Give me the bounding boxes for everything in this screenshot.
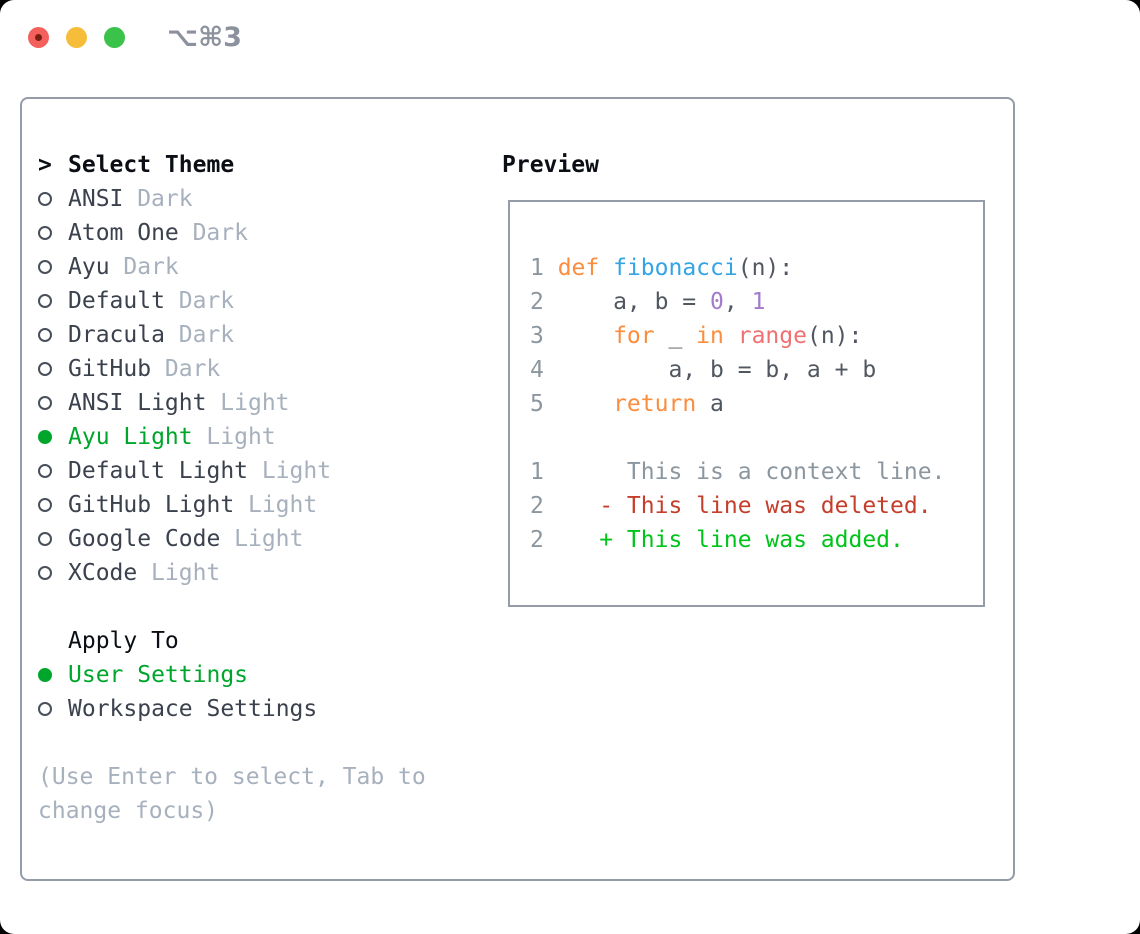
theme-option-github-light[interactable]: GitHub Light Light — [38, 488, 502, 522]
help-line-2: change focus) — [38, 798, 219, 824]
apply-option-workspace-settings[interactable]: Workspace Settings — [38, 692, 502, 726]
diff-line: 1 This is a context line. — [530, 455, 983, 489]
apply-option-user-settings[interactable]: User Settings — [38, 658, 502, 692]
line-number: 2 — [530, 527, 544, 553]
radio-unselected-icon — [38, 192, 52, 206]
theme-name: ANSI — [68, 186, 124, 212]
radio-unselected-icon — [38, 294, 52, 308]
code-line: 5 return a — [530, 387, 983, 421]
help-text: (Use Enter to select, Tab to change focu… — [38, 760, 502, 828]
theme-name: GitHub — [68, 356, 152, 382]
theme-name: GitHub Light — [68, 492, 235, 518]
theme-variant: Light — [220, 390, 290, 416]
radio-unselected-icon — [38, 464, 52, 478]
theme-variant: Dark — [178, 288, 235, 314]
zoom-button[interactable] — [104, 27, 125, 48]
theme-name: Google Code — [68, 526, 221, 552]
code-line: 2 a, b = 0, 1 — [530, 285, 983, 319]
apply-to-header-row: Apply To — [38, 624, 502, 658]
radio-unselected-icon — [38, 532, 52, 546]
theme-variant: Dark — [123, 254, 179, 280]
blank-code-line — [530, 421, 983, 455]
theme-name: Dracula — [68, 322, 165, 348]
line-number: 1 — [530, 255, 544, 281]
diff-line: 2 + This line was added. — [530, 523, 983, 557]
theme-name: ANSI Light — [68, 390, 207, 416]
theme-option-ayu[interactable]: Ayu Dark — [38, 250, 502, 284]
radio-unselected-icon — [38, 328, 52, 342]
line-number: 3 — [530, 323, 544, 349]
theme-variant: Light — [151, 560, 221, 586]
preview-header: Preview — [502, 152, 599, 178]
diff-line: 2 - This line was deleted. — [530, 489, 983, 523]
radio-selected-icon — [38, 430, 52, 444]
preview-header-row: Preview — [502, 148, 1013, 182]
radio-selected-icon — [38, 668, 52, 682]
radio-unselected-icon — [38, 226, 52, 240]
theme-list-header-row: > Select Theme — [38, 148, 502, 182]
radio-unselected-icon — [38, 396, 52, 410]
line-number: 1 — [530, 459, 544, 485]
titlebar — [28, 27, 125, 48]
help-line-1: (Use Enter to select, Tab to — [38, 764, 426, 790]
theme-variant: Dark — [164, 356, 221, 382]
line-number: 5 — [530, 391, 544, 417]
code-line: 3 for _ in range(n): — [530, 319, 983, 353]
theme-name: Default — [68, 288, 165, 314]
radio-unselected-icon — [38, 498, 52, 512]
theme-variant: Dark — [192, 220, 248, 246]
theme-name: Default Light — [68, 458, 249, 484]
theme-option-default-light[interactable]: Default Light Light — [38, 454, 502, 488]
apply-option-label: User Settings — [68, 662, 249, 688]
diff-block: 1 This is a context line.2 - This line w… — [530, 455, 983, 557]
close-icon — [35, 34, 42, 41]
theme-list-header: Select Theme — [68, 152, 235, 178]
code-line: 4 a, b = b, a + b — [530, 353, 983, 387]
window-title: ⌥⌘3 — [167, 22, 242, 53]
theme-option-dracula[interactable]: Dracula Dark — [38, 318, 502, 352]
theme-variant: Light — [261, 458, 332, 484]
theme-variant: Dark — [137, 186, 193, 212]
theme-variant: Dark — [178, 322, 235, 348]
theme-option-google-code[interactable]: Google Code Light — [38, 522, 502, 556]
theme-option-default[interactable]: Default Dark — [38, 284, 502, 318]
minimize-button[interactable] — [66, 27, 87, 48]
radio-unselected-icon — [38, 702, 52, 716]
focus-caret-icon: > — [38, 152, 52, 178]
line-number: 4 — [530, 357, 544, 383]
close-button[interactable] — [28, 27, 49, 48]
theme-name: XCode — [68, 560, 138, 586]
theme-variant: Light — [206, 424, 276, 450]
theme-name: Atom One — [68, 220, 179, 246]
spacer-row — [38, 590, 502, 624]
line-number: 2 — [530, 493, 544, 519]
line-number: 2 — [530, 289, 544, 315]
theme-option-ayu-light[interactable]: Ayu Light Light — [38, 420, 502, 454]
radio-unselected-icon — [38, 566, 52, 580]
apply-to-header: Apply To — [68, 628, 179, 654]
theme-variant: Light — [234, 526, 304, 552]
radio-unselected-icon — [38, 362, 52, 376]
theme-name: Ayu — [68, 254, 110, 280]
theme-variant: Light — [247, 492, 318, 518]
apply-option-label: Workspace Settings — [68, 696, 318, 722]
theme-option-ansi[interactable]: ANSI Dark — [38, 182, 502, 216]
theme-option-github[interactable]: GitHub Dark — [38, 352, 502, 386]
theme-option-xcode[interactable]: XCode Light — [38, 556, 502, 590]
theme-option-atom-one[interactable]: Atom One Dark — [38, 216, 502, 250]
theme-option-ansi-light[interactable]: ANSI Light Light — [38, 386, 502, 420]
theme-name: Ayu Light — [68, 424, 193, 450]
radio-unselected-icon — [38, 260, 52, 274]
